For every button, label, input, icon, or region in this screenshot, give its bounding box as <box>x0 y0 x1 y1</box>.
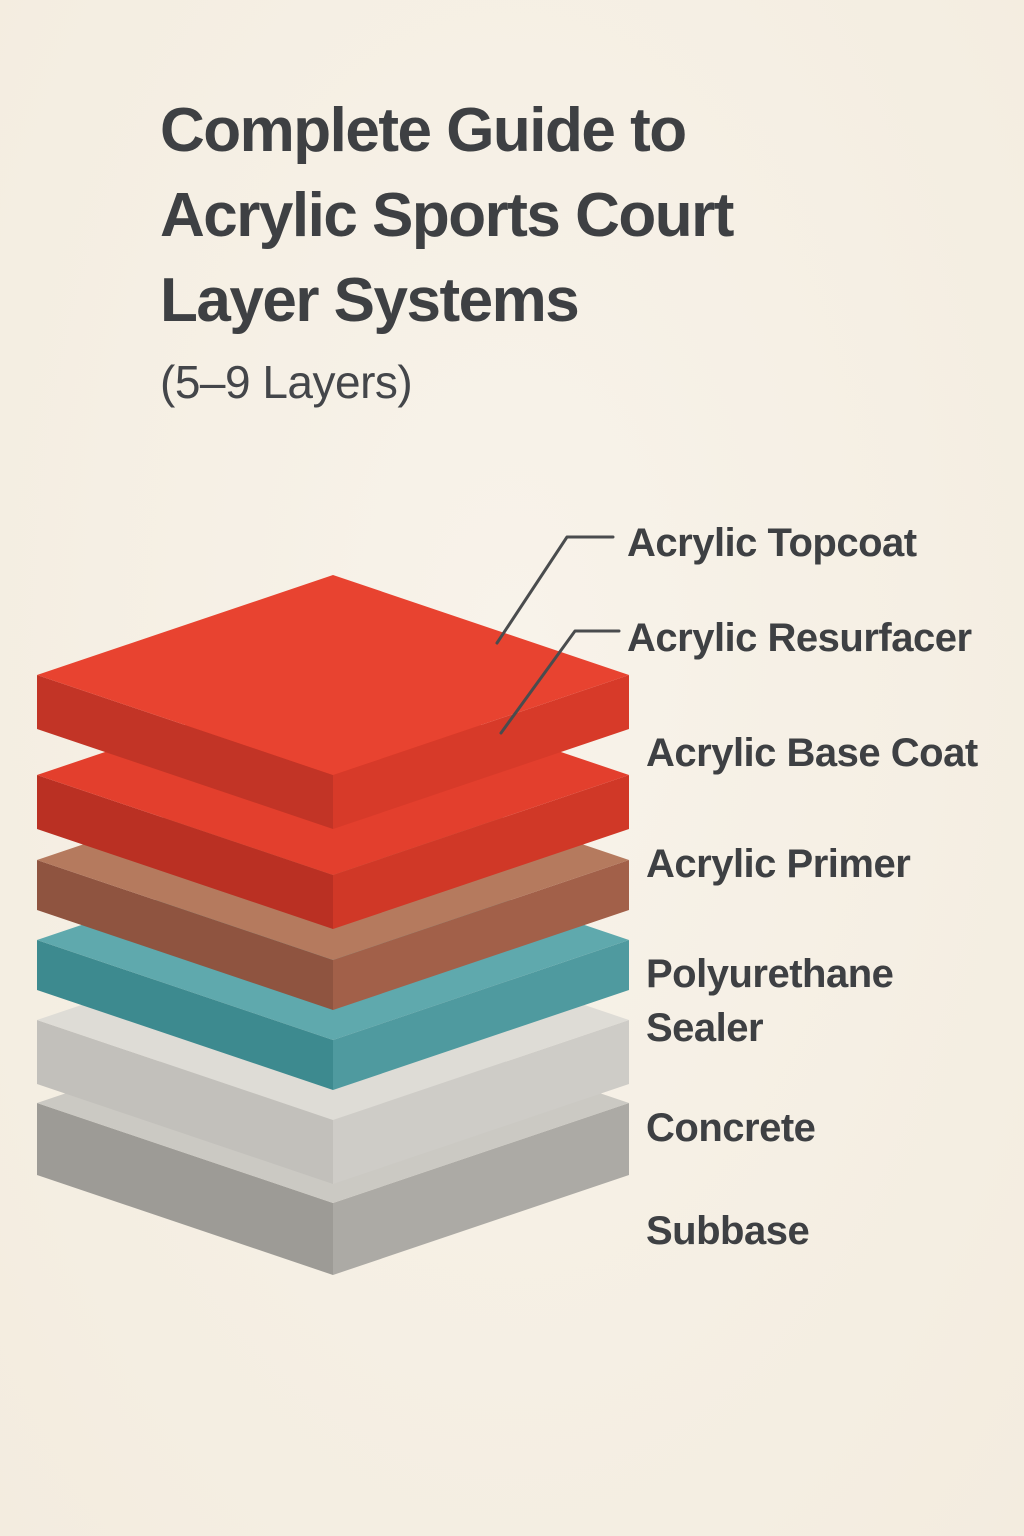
leader-line-topcoat <box>495 535 615 645</box>
slab-topcoat-right-face <box>333 675 629 829</box>
leader-line-resurfacer <box>499 629 621 735</box>
slab-resurfacer-right-face <box>333 775 629 929</box>
title-line-1: Complete Guide to <box>160 96 687 165</box>
slab-topcoat-top-face <box>37 575 629 775</box>
slab-subbase-left-face <box>37 1103 333 1275</box>
label-acrylic-topcoat: Acrylic Topcoat <box>627 521 917 565</box>
label-acrylic-base-coat: Acrylic Base Coat <box>646 731 978 775</box>
label-subbase: Subbase <box>646 1209 810 1253</box>
slab-concrete-right-face <box>333 1020 629 1184</box>
slab-primer-left-face <box>37 860 333 1010</box>
slab-group <box>37 575 629 1275</box>
label-polyurethane-sealer: Polyurethane Sealer <box>646 952 894 1050</box>
page-title: Complete Guide to Acrylic Sports Court L… <box>160 88 734 409</box>
title-line-3: Layer Systems <box>160 266 580 335</box>
label-acrylic-resurfacer: Acrylic Resurfacer <box>627 616 972 660</box>
label-concrete: Concrete <box>646 1106 816 1150</box>
slab-topcoat-left-face <box>37 675 333 829</box>
slab-concrete-left-face <box>37 1020 333 1184</box>
title-line-2: Acrylic Sports Court <box>160 181 734 250</box>
slab-sealer-left-face <box>37 940 333 1090</box>
slab-resurfacer-left-face <box>37 775 333 929</box>
slab-topcoat <box>37 575 629 829</box>
slab-primer-right-face <box>333 860 629 1010</box>
title-subtitle: (5–9 Layers) <box>160 356 413 408</box>
slab-sealer-right-face <box>333 940 629 1090</box>
slab-subbase-right-face <box>333 1103 629 1275</box>
label-acrylic-primer: Acrylic Primer <box>646 842 911 886</box>
